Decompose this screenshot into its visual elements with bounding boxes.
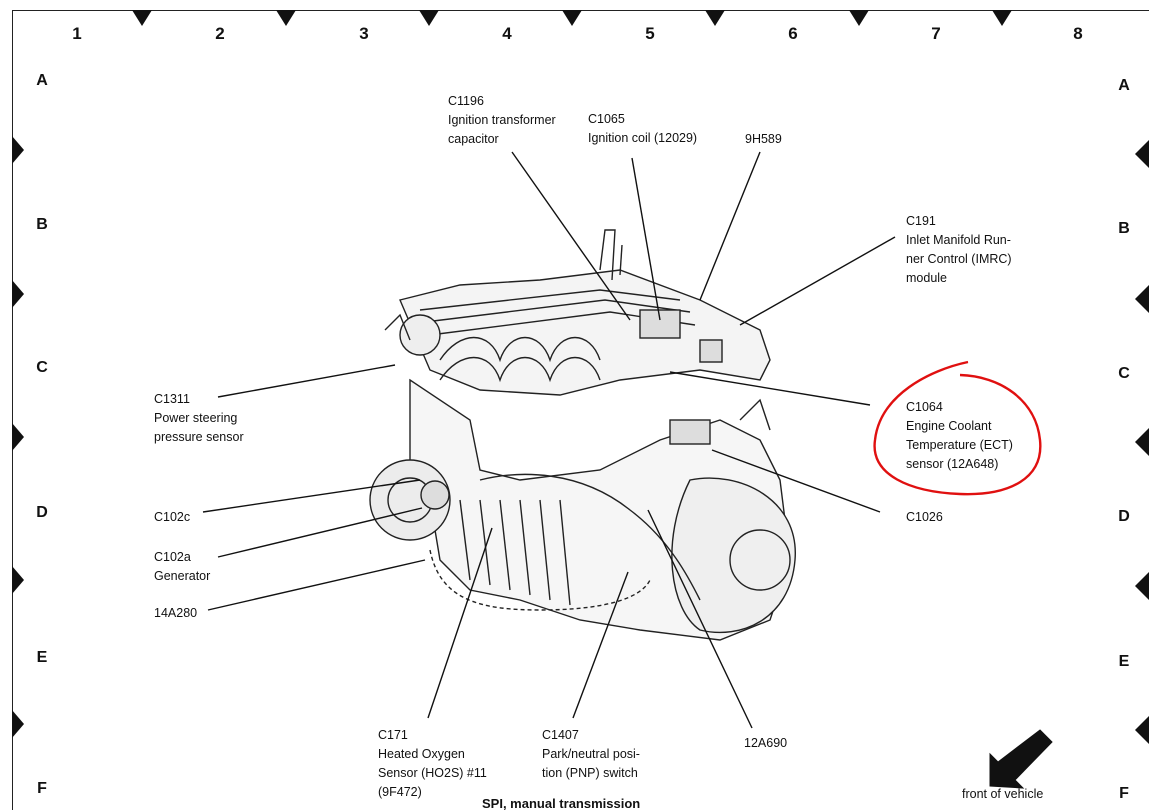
- row-letter-left: E: [36, 649, 48, 666]
- label-c1196: C1196 Ignition transformer capacitor: [448, 94, 556, 146]
- label-c1026: C1026: [906, 510, 943, 524]
- column-number: 7: [931, 24, 941, 43]
- grid-markers-right: [1135, 140, 1149, 744]
- label-12a690: 12A690: [744, 736, 788, 750]
- label-front-of-vehicle: front of vehicle: [962, 787, 1044, 801]
- label-c171: C171 Heated Oxygen Sensor (HO2S) #11 (9F…: [378, 728, 487, 799]
- row-letter-left: D: [36, 504, 48, 521]
- column-number: 3: [359, 24, 369, 43]
- diagram-caption: SPI, manual transmission: [482, 796, 641, 811]
- front-arrow-icon: [989, 729, 1053, 789]
- row-letter-left: B: [36, 216, 48, 233]
- label-c191: C191 Inlet Manifold Run- ner Control (IM…: [906, 214, 1012, 285]
- row-letter-left: A: [36, 72, 48, 89]
- label-c1064: C1064 Engine Coolant Temperature (ECT) s…: [906, 400, 1013, 471]
- label-9h589: 9H589: [745, 132, 782, 146]
- row-letter-left: C: [36, 359, 48, 376]
- label-c102c: C102c: [154, 510, 191, 524]
- column-number: 5: [645, 24, 655, 43]
- row-letter-left: F: [37, 780, 47, 797]
- label-c1065: C1065 Ignition coil (12029): [588, 112, 698, 145]
- column-number: 1: [72, 24, 82, 43]
- row-letter-right: F: [1119, 785, 1129, 802]
- column-number: 6: [788, 24, 798, 43]
- row-letter-right: E: [1118, 653, 1130, 670]
- column-number: 8: [1073, 24, 1083, 43]
- label-c1311: C1311 Power steering pressure sensor: [154, 392, 244, 444]
- grid-markers-top: [132, 10, 1012, 26]
- column-number: 2: [215, 24, 225, 43]
- label-c1407: C1407 Park/neutral posi- tion (PNP) swit…: [542, 728, 640, 780]
- label-14a280: 14A280: [154, 606, 198, 620]
- label-c102a: C102a Generator: [154, 550, 211, 583]
- row-letter-right: C: [1118, 365, 1130, 382]
- row-letter-right: A: [1118, 77, 1130, 94]
- leader-lines: [202, 151, 896, 729]
- highlight-circle: [873, 360, 1042, 496]
- row-letter-right: D: [1118, 508, 1130, 525]
- engine-drawing: [369, 229, 796, 641]
- row-letter-right: B: [1118, 220, 1130, 237]
- column-number: 4: [502, 24, 512, 43]
- grid-markers-left: [12, 136, 24, 738]
